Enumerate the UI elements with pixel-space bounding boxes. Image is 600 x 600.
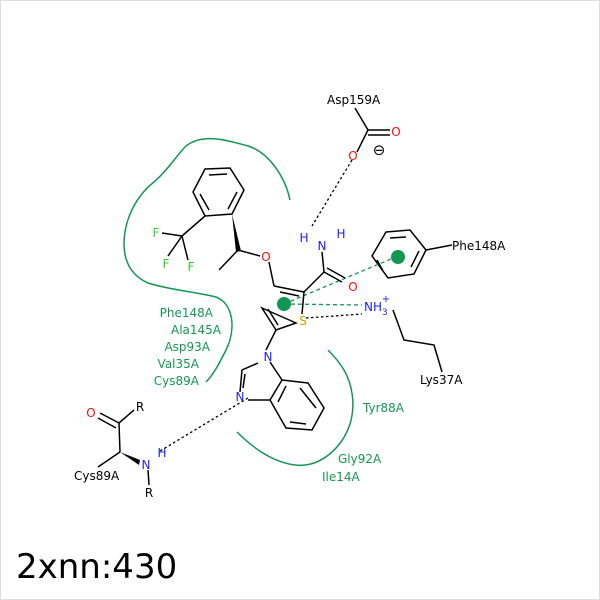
atom-fluorine-2: F [163,257,170,271]
pocket-residue-ala145a: Ala145A [171,323,222,337]
atom-amide-h: H [299,231,308,245]
atom-amide-n: N [318,239,327,253]
asp159a-carboxylate [354,107,390,153]
pocket-residue-phe148a: Phe148A [160,306,214,320]
pocket-residue-val35a: Val35A [158,357,200,371]
chiral-center [218,214,261,271]
hbond-imidazole-cys89a [159,397,249,452]
benzimidazole [239,361,325,431]
atom-cys-h: H [157,446,166,460]
atom-fluorine-3: F [188,260,195,274]
atom-imidazole-n3: N [236,390,245,404]
pocket-residue-asp93a: Asp93A [164,340,210,354]
atom-nh3: NH3+ [364,294,390,318]
residue-label-asp159a: Asp159A [327,93,381,107]
phenyl-ring [192,167,245,217]
pocket-residue-gly92a: Gly92A [338,452,382,466]
atom-ether-o: O [261,250,270,264]
atom-imidazole-n1: N [264,350,273,364]
atom-cys-r-top: R [136,400,144,414]
atom-amide-h2: H [336,227,345,241]
phe148a-ring [371,229,453,279]
structure-id-title: 2xnn:430 [16,547,178,587]
lys37a-sidechain [392,309,443,373]
amide-group [303,251,346,293]
atom-o-carboxyl-neg: O [348,149,357,163]
atom-cys-r-bottom: R [145,486,153,500]
atom-amide-o: O [348,280,357,294]
atom-cys-o: O [86,406,95,420]
pocket-residue-cys89a: Cys89A [154,374,200,388]
salt-bridge-sulfur-nh3 [305,313,363,319]
hydrophobic-arc-top [123,137,291,383]
cf3-group [161,215,206,261]
atom-fluorine-1: F [153,226,160,240]
negative-charge: ⊖ [373,141,386,159]
pocket-residue-ile14a: Ile14A [322,470,361,484]
pocket-residue-tyr88a: Tyr88A [362,401,405,415]
ring-centroid-phe148a [391,250,405,264]
atom-thiophene-s: S [299,314,307,328]
thiophene-ring [260,261,305,331]
atom-cys-n: N [142,458,151,472]
cys89a-backbone [97,409,150,486]
residue-label-phe148a-ring: Phe148A [452,239,506,253]
cation-pi-lys37a [283,303,363,306]
thiophene-benzimidazole-bond [265,329,277,351]
residue-label-cys89a: Cys89A [74,469,120,483]
ring-centroid-thiophene [277,297,291,311]
atom-o-carboxyl-db: O [391,125,400,139]
hydrophobic-arc-bottom [236,349,354,466]
residue-label-lys37a: Lys37A [420,373,463,387]
hbond-asp159a-amide [311,159,353,227]
